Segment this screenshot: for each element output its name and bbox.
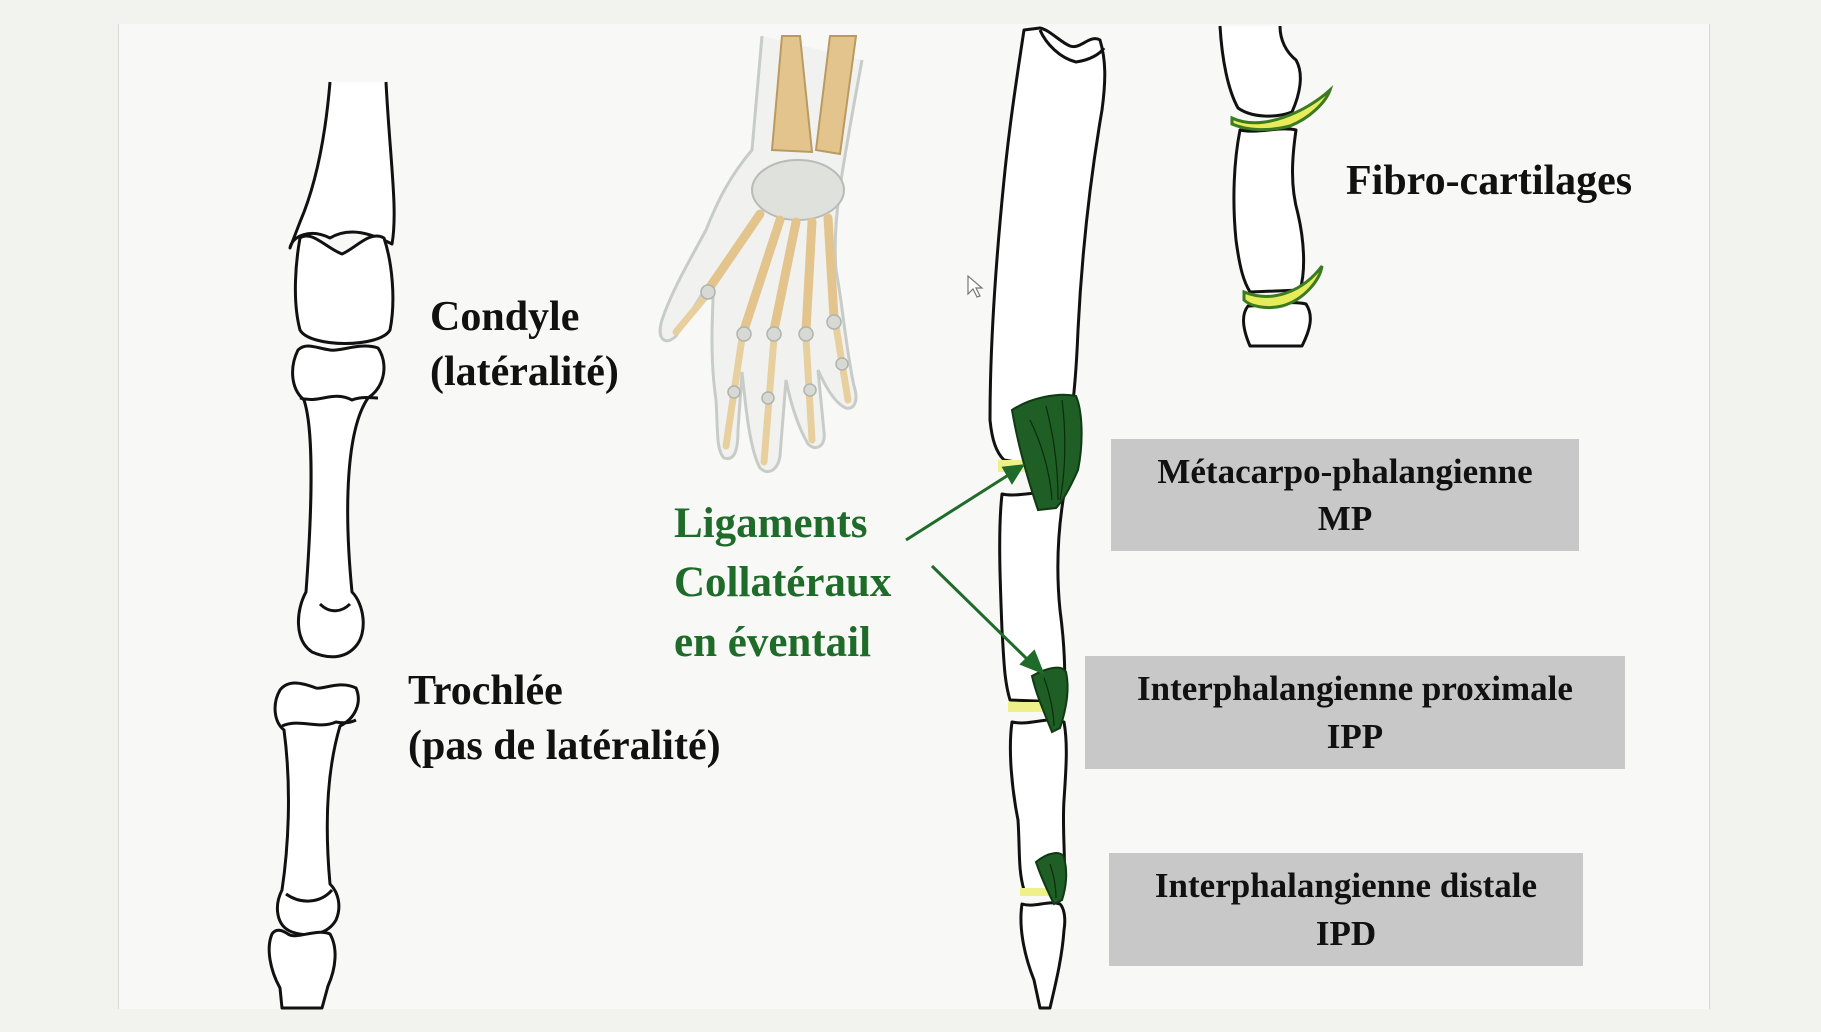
arrow-to-mp-line bbox=[905, 472, 1011, 542]
arrow-to-ipp-head bbox=[1019, 649, 1045, 675]
left-finger-bones bbox=[267, 81, 396, 1010]
hand-joint-capsules bbox=[700, 284, 849, 405]
joint-abbr: MP bbox=[1317, 499, 1373, 538]
condyle-title: Condyle bbox=[430, 294, 580, 340]
ipp-cartilage bbox=[1008, 702, 1048, 712]
left-proximal-phalanx-base-line bbox=[299, 394, 379, 402]
joint-box-ipd: Interphalangienne distale IPD bbox=[1109, 853, 1583, 966]
ligament-arrows bbox=[905, 464, 1045, 675]
arrow-to-ipp-line bbox=[930, 564, 1030, 662]
left-metacarpal-head bbox=[293, 234, 395, 345]
joint-box-ipp: Interphalangienne proximale IPP bbox=[1085, 656, 1625, 769]
ulna-bone bbox=[814, 35, 858, 156]
ligaments-label: Ligaments Collatéraux en éventail bbox=[674, 494, 891, 672]
hand-skeleton bbox=[658, 35, 864, 473]
fibro-cartilage-rings bbox=[1230, 84, 1334, 310]
mp-ligament bbox=[1010, 393, 1083, 512]
left-trochlea-line bbox=[318, 602, 352, 613]
joint-box-mp: Métacarpo-phalangienne MP bbox=[1111, 439, 1579, 551]
arrow-to-mp-head bbox=[1001, 464, 1025, 485]
fibro-cartilages-label: Fibro-cartilages bbox=[1346, 158, 1633, 204]
metacarpal-rays bbox=[703, 209, 839, 335]
trochlee-label: Trochlée (pas de latéralité) bbox=[408, 664, 721, 775]
fibro-lower-bone bbox=[1242, 301, 1312, 348]
left-middle-phalanx-head-line bbox=[285, 888, 334, 903]
ligament-fibers bbox=[1029, 399, 1066, 899]
mouse-cursor-icon bbox=[967, 274, 984, 298]
joint-name: Interphalangienne distale bbox=[1154, 866, 1538, 906]
fibro-ring-upper bbox=[1230, 84, 1334, 132]
right-metacarpal bbox=[988, 26, 1107, 472]
left-middle-phalanx bbox=[273, 681, 360, 937]
ipd-cartilage bbox=[1020, 888, 1054, 896]
fibro-finger-bones bbox=[1218, 25, 1312, 348]
joint-name: Interphalangienne proximale bbox=[1137, 669, 1573, 709]
trochlee-subtitle: (pas de latéralité) bbox=[408, 723, 721, 770]
trochlee-title: Trochlée bbox=[408, 668, 563, 714]
left-distal-phalanx bbox=[267, 928, 337, 1010]
joint-abbr: IPP bbox=[1326, 716, 1384, 756]
ligaments-line-1: Ligaments bbox=[674, 500, 868, 547]
condyle-label: Condyle (latéralité) bbox=[430, 290, 619, 401]
fibro-upper-bone bbox=[1218, 25, 1302, 118]
right-distal-phalanx bbox=[1019, 901, 1067, 1010]
left-metacarpal-shaft bbox=[288, 81, 396, 250]
radius-bone bbox=[770, 35, 814, 154]
ipd-ligament bbox=[1034, 852, 1068, 906]
condyle-subtitle: (latéralité) bbox=[430, 349, 619, 396]
ipp-ligament bbox=[1030, 666, 1069, 734]
fibro-middle-bone bbox=[1232, 127, 1306, 294]
joint-name: Métacarpo-phalangienne bbox=[1157, 451, 1533, 491]
left-proximal-phalanx bbox=[291, 344, 386, 659]
ligaments-line-3: en éventail bbox=[674, 618, 872, 666]
right-finger-bones bbox=[988, 26, 1107, 1010]
fibro-ring-lower bbox=[1242, 265, 1324, 310]
joint-abbr: IPD bbox=[1315, 913, 1377, 953]
ligaments-line-2: Collatéraux bbox=[674, 559, 892, 607]
left-middle-phalanx-base-line bbox=[281, 718, 357, 728]
carpal-bones bbox=[751, 159, 845, 221]
right-metacarpal-head-top bbox=[1038, 29, 1106, 64]
